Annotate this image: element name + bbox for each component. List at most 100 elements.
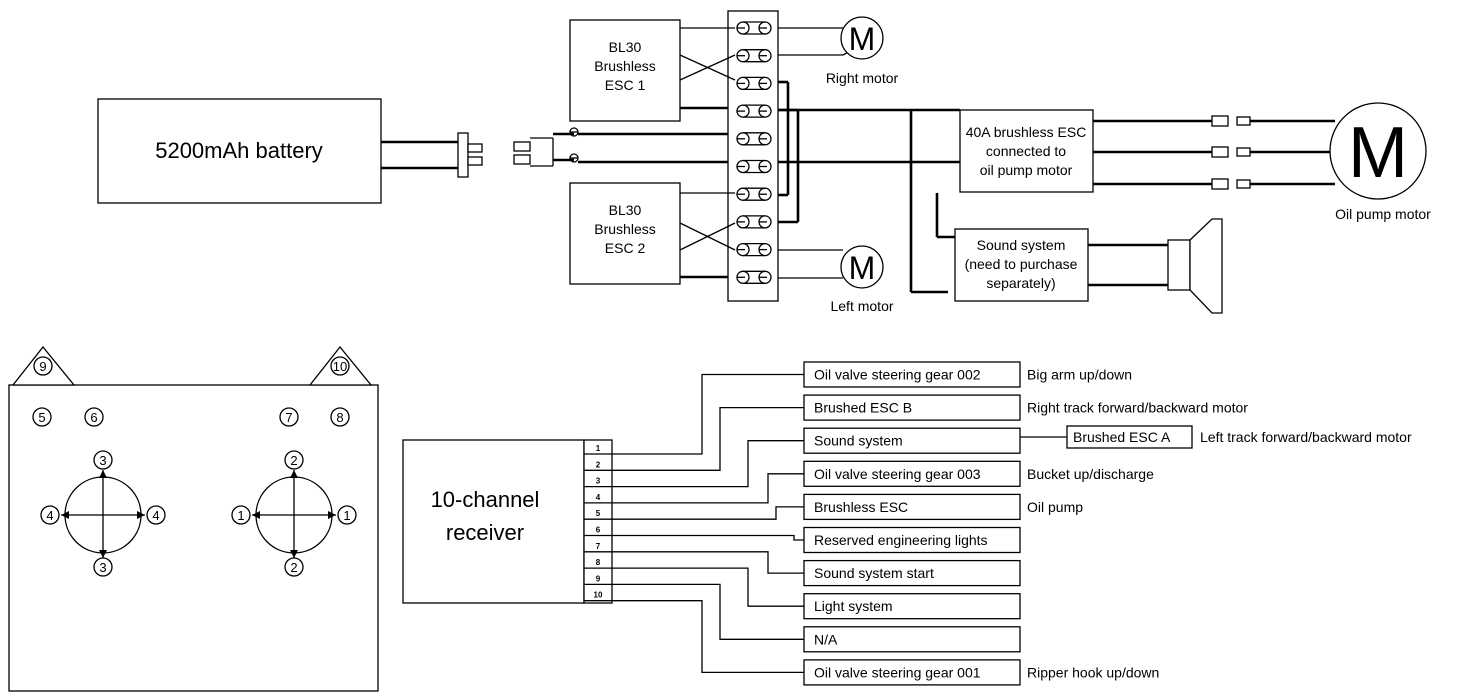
left-stick-left: 4 [46,508,53,523]
channel-wire [612,534,804,541]
terminal-row [736,21,772,35]
sound-box-line2: (need to purchase [965,256,1078,272]
battery: 5200mAh battery [97,98,382,204]
channel-wiring [612,373,804,674]
esc1-line2: Brushless [594,58,655,74]
output-box [803,626,1021,653]
output-device-label: N/A [814,631,838,647]
output-row: N/A [803,626,1021,653]
terminal-row [736,187,772,201]
channel-pin-label: 1 [596,444,601,453]
output-function-label: Oil pump [1027,499,1083,515]
output-box [803,659,1021,686]
output-function-label: Big arm up/down [1027,367,1132,383]
right-motor: M Right motor [778,16,899,86]
power-connector [513,127,728,167]
channel-wire [612,583,804,640]
terminal-row [736,215,772,229]
left-stick-up: 3 [99,453,106,468]
esc2-line3: ESC 2 [605,240,646,256]
channel-pin-label: 8 [596,558,601,567]
right-stick-right: 1 [343,508,350,523]
right-stick-down: 2 [290,560,297,575]
esc1-line3: ESC 1 [605,77,646,93]
terminal-row [736,159,772,174]
left-stick-right: 4 [152,508,159,523]
oil-pump-leads [1093,115,1335,190]
left-stick: 3 3 4 4 [40,450,166,577]
channel-pin-label: 2 [596,460,601,469]
oil-pump-motor: M Oil pump motor [1329,102,1431,222]
tx-switch-9: 9 [39,359,46,374]
channel-pin-label: 6 [596,526,601,535]
esc40-line2: connected to [986,143,1066,159]
output-row: Brushed ESC B Right track forward/backwar… [803,394,1248,421]
channel-wire [612,567,804,607]
channel-pin-label: 4 [596,493,601,502]
esc2-wires [679,192,736,279]
esc2-box: BL30 Brushless ESC 2 [569,182,681,285]
terminal-row [736,270,772,284]
channel-pin-label: 3 [596,477,601,486]
channel-wire [612,373,804,455]
output-function-label: Right track forward/backward motor [1027,400,1248,416]
right-motor-symbol: M [849,21,876,57]
terminal-row [736,104,772,118]
channel-wire [612,473,804,504]
channel-wire [612,440,804,488]
bullet-connector [1211,146,1251,158]
brushed-esc-a: Brushed ESC A Left track forward/backwar… [1020,425,1412,449]
brushed-esc-a-label: Brushed ESC A [1073,429,1171,445]
channel-pin-label: 10 [594,591,603,600]
output-device-label: Oil valve steering gear 002 [814,367,981,383]
output-function-label: Bucket up/discharge [1027,466,1154,482]
tx-switch-7: 7 [285,410,292,425]
right-stick: 2 2 1 1 [231,450,357,577]
tx-switch-6: 6 [90,410,97,425]
output-box [803,394,1021,421]
output-box [803,559,1021,587]
sound-box-line1: Sound system [977,237,1066,253]
receiver-line1: 10-channel [431,487,540,512]
output-device-label: Brushed ESC B [814,400,912,416]
battery-cable [381,132,483,178]
output-row: Reserved engineering lights [803,526,1021,554]
channel-wire [612,406,804,471]
terminal-row [736,132,772,146]
left-stick-down: 3 [99,560,106,575]
output-device-label: Light system [814,598,893,614]
output-row: Sound system [803,427,1021,454]
oil-pump-motor-symbol: M [1348,113,1408,193]
terminal-row [736,242,772,257]
output-devices: Oil valve steering gear 002 Big arm up/do… [803,361,1248,686]
right-motor-label: Right motor [826,70,899,86]
terminal-row [736,49,772,63]
channel-wire [612,600,804,674]
output-box [803,460,1021,487]
esc1-wires [679,27,736,110]
esc40-line3: oil pump motor [980,162,1073,178]
battery-label: 5200mAh battery [155,138,323,163]
tx-switch-10: 10 [333,359,347,374]
transmitter: 9 10 5 6 7 8 3 3 4 4 [8,345,379,692]
output-device-label: Reserved engineering lights [814,532,988,548]
esc2-line2: Brushless [594,221,655,237]
output-box [803,526,1021,554]
output-row: Light system [803,593,1021,620]
right-stick-up: 2 [290,453,297,468]
receiver-line2: receiver [446,520,524,545]
channel-pin-label: 9 [596,574,601,583]
speaker-icon [1167,218,1223,314]
output-row: Sound system start [803,559,1021,587]
sound-system-box: Sound system (need to purchase separatel… [954,228,1168,302]
esc40-line1: 40A brushless ESC [966,124,1087,140]
output-box [803,427,1021,454]
output-function-label: Ripper hook up/down [1027,664,1159,680]
tx-switch-5: 5 [38,410,45,425]
right-stick-left: 1 [237,508,244,523]
oil-pump-motor-label: Oil pump motor [1335,206,1431,222]
